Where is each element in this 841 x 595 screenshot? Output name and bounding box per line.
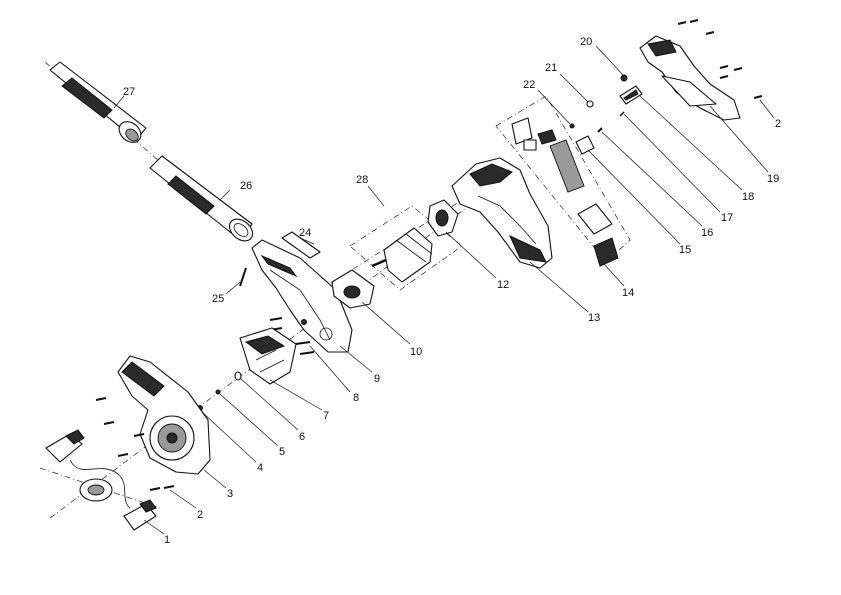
callout-19: 19 [767, 173, 779, 185]
callout-8: 8 [353, 392, 359, 404]
part-25-pin [239, 267, 247, 287]
callout-2-right: 2 [775, 118, 781, 130]
callout-20: 20 [580, 36, 592, 48]
callout-5: 5 [279, 446, 285, 458]
callout-14: 14 [622, 287, 634, 299]
part-9-housing-half [251, 239, 353, 353]
callout-6: 6 [299, 431, 305, 443]
callout-7: 7 [323, 410, 329, 422]
part-24-label [281, 231, 321, 259]
parts-15-16-17 [575, 111, 625, 155]
part-2-screws-left [95, 397, 175, 491]
part-1-inflator-adapter [45, 429, 157, 531]
parts-4-5-6-washers [197, 371, 242, 411]
part-2-screws-right [677, 19, 763, 99]
callout-17: 17 [721, 212, 733, 224]
callout-27: 27 [123, 86, 135, 98]
callout-12: 12 [497, 279, 509, 291]
assembly-axis-lines [39, 61, 471, 519]
callout-2-left: 2 [197, 509, 203, 521]
callout-25: 25 [212, 293, 224, 305]
callout-labels: 1 2 2 3 4 5 6 7 8 9 10 12 13 14 15 16 17… [123, 36, 781, 546]
leader-lines [113, 45, 775, 535]
part-3-blower-housing [117, 355, 211, 475]
callout-16: 16 [701, 227, 713, 239]
callout-10: 10 [410, 346, 422, 358]
callout-4: 4 [257, 462, 263, 474]
part-10-end-cap [331, 269, 375, 309]
callout-22: 22 [523, 79, 535, 91]
parts-20-21-22 [569, 74, 628, 129]
callout-26: 26 [240, 180, 252, 192]
callout-1: 1 [164, 534, 170, 546]
part-27-long-nozzle [49, 61, 147, 143]
part-18-switch-button [619, 85, 643, 105]
part-13-handle-housing [451, 157, 553, 269]
part-26-short-nozzle [149, 155, 254, 242]
callout-21: 21 [545, 62, 557, 74]
part-14-switch-assembly [495, 95, 631, 267]
callout-9: 9 [374, 373, 380, 385]
part-19-handle-cover [639, 35, 741, 121]
part-28-motor [349, 199, 463, 291]
callout-15: 15 [679, 244, 691, 256]
callout-13: 13 [588, 312, 600, 324]
callout-18: 18 [742, 191, 754, 203]
part-7-fan [239, 327, 297, 385]
callout-28: 28 [356, 174, 368, 186]
callout-3: 3 [227, 488, 233, 500]
callout-24: 24 [299, 227, 311, 239]
